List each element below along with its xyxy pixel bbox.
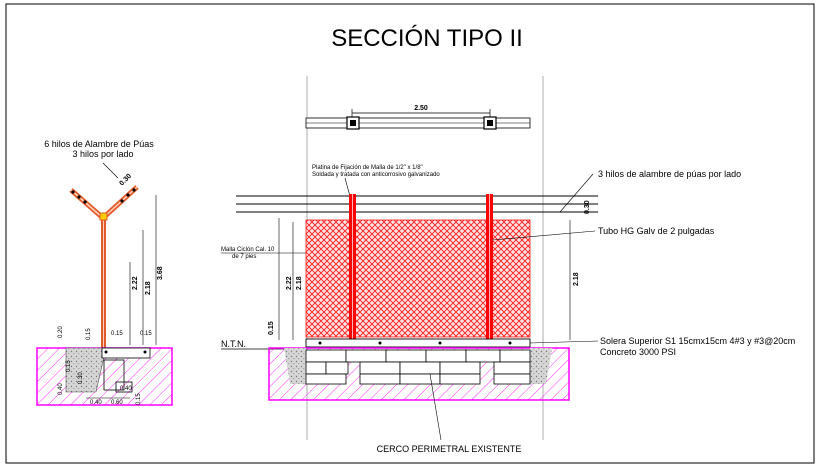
wire-label: 3 hilos de alambre de púas por lado xyxy=(598,169,741,179)
svg-text:2.22: 2.22 xyxy=(132,276,139,290)
span-dimension: 2.50 xyxy=(414,105,428,112)
ntn-label: N.T.N. xyxy=(221,339,246,349)
svg-text:0.15: 0.15 xyxy=(140,331,152,337)
barbed-wire-label-line1: 6 hilos de Alambre de Púas xyxy=(44,139,154,149)
svg-text:0.40: 0.40 xyxy=(90,400,102,406)
wire-dimension: 0.30 xyxy=(584,200,591,214)
svg-text:0.30: 0.30 xyxy=(118,173,133,188)
svg-text:0.40: 0.40 xyxy=(120,386,132,392)
mesh-label-line2: de 7 pies xyxy=(232,254,256,260)
svg-text:0.15: 0.15 xyxy=(66,360,72,372)
dim-015: 0.15 xyxy=(268,321,275,335)
dim-222: 2.22 xyxy=(286,276,293,290)
svg-text:0.40: 0.40 xyxy=(58,383,64,395)
drawing-title: SECCIÓN TIPO II xyxy=(331,25,523,52)
plan-strip: 2.50 xyxy=(305,105,531,130)
svg-text:0.15: 0.15 xyxy=(111,331,123,337)
left-detail: 6 hilos de Alambre de Púas 3 hilos por l… xyxy=(36,139,173,406)
dim-218-left: 2.18 xyxy=(296,276,303,290)
dim-218-right: 2.18 xyxy=(573,272,580,286)
svg-text:0.15: 0.15 xyxy=(86,328,92,340)
platina-label-line1: Platina de Fijación de Malla de 1/2" x 1… xyxy=(312,165,423,171)
platina-label-line2: Soldada y tratada con anticorrosivo galv… xyxy=(312,172,440,178)
solera-label-line1: Solera Superior S1 15cmx15cm 4#3 y #3@20… xyxy=(600,336,795,346)
barbed-wire-label-line2: 3 hilos por lado xyxy=(72,149,133,159)
barbed-wires xyxy=(236,173,598,213)
svg-text:0.60: 0.60 xyxy=(111,400,123,406)
solera-label-line2: Concreto 3000 PSI xyxy=(600,347,676,357)
svg-text:0.30: 0.30 xyxy=(78,372,84,384)
svg-text:0.20: 0.20 xyxy=(58,326,64,338)
svg-text:3.68: 3.68 xyxy=(157,266,164,280)
sheet-frame xyxy=(5,3,815,464)
svg-text:0.15: 0.15 xyxy=(136,393,142,405)
existing-fence-label: CERCO PERIMETRAL EXISTENTE xyxy=(377,444,522,454)
svg-text:2.18: 2.18 xyxy=(145,281,152,295)
main-detail: 2.50 Platina de Fijación de Malla de 1/2… xyxy=(221,76,795,454)
mesh-label-line1: Malla Ciclón Cal. 10 xyxy=(221,247,275,253)
tube-label: Tubo HG Galv de 2 pulgadas xyxy=(598,226,715,236)
block-wall xyxy=(305,349,531,385)
solera-beam xyxy=(305,338,531,348)
chain-link-mesh xyxy=(305,219,531,338)
